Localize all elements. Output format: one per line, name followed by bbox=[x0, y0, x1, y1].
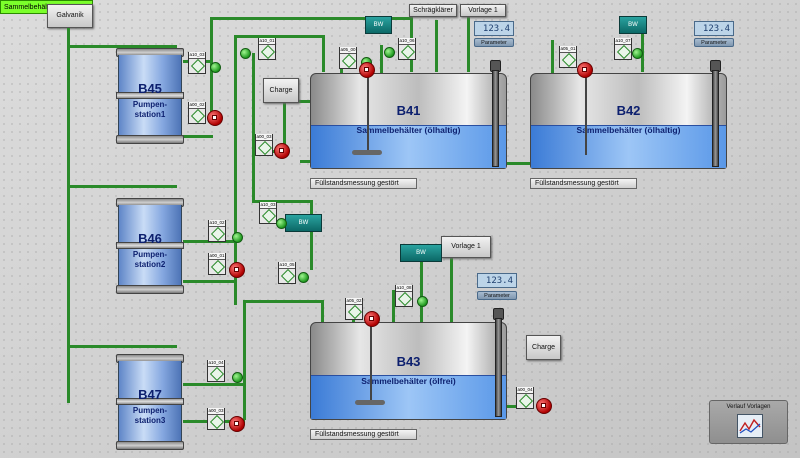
valve[interactable]: a10_02 bbox=[208, 220, 226, 242]
pump-alarm-icon[interactable] bbox=[536, 398, 552, 414]
basin-label: Sammelbehälter (ölhaltig) bbox=[356, 125, 461, 135]
bw-block[interactable]: BW bbox=[619, 16, 647, 34]
tank-name: B46 bbox=[138, 231, 162, 246]
trend-panel[interactable]: Verlauf Vorlagen bbox=[709, 400, 788, 444]
pump-alarm-icon[interactable] bbox=[577, 62, 593, 78]
basin-b41[interactable]: B41 Sammelbehälter (ölhaltig) bbox=[310, 73, 507, 169]
parameter-button[interactable]: Parameter bbox=[477, 291, 517, 300]
pump-alarm-icon[interactable] bbox=[207, 110, 223, 126]
valve[interactable]: a10_01 bbox=[258, 38, 276, 60]
valve-open-indicator bbox=[417, 296, 428, 307]
status-b41: Füllstandsmessung gestört bbox=[310, 178, 417, 189]
status-b43: Füllstandsmessung gestört bbox=[310, 429, 417, 440]
valve[interactable]: a10_08 bbox=[395, 285, 413, 307]
tank-name: B47 bbox=[138, 387, 162, 402]
valve[interactable]: a05_01 bbox=[559, 46, 577, 68]
volume-display: 123.4 m³ bbox=[694, 21, 734, 47]
level-probe bbox=[712, 70, 719, 167]
charge-button-bottom[interactable]: Charge bbox=[526, 335, 561, 360]
valve[interactable]: a00_04 bbox=[516, 387, 534, 409]
parameter-button[interactable]: Parameter bbox=[694, 38, 734, 47]
valve-open-indicator bbox=[632, 48, 643, 59]
valve-open-indicator bbox=[232, 372, 243, 383]
valve[interactable]: a00_03 bbox=[207, 408, 225, 430]
vorlage1-button-bottom[interactable]: Vorlage 1 bbox=[441, 236, 491, 258]
tank-label: Pumpen- station3 bbox=[132, 406, 168, 425]
schraegklaerer-button[interactable]: Schrägklärer bbox=[409, 4, 457, 17]
pump-station-b46[interactable]: B46 Pumpen- station2 bbox=[116, 198, 184, 294]
trend-chart-icon[interactable] bbox=[737, 414, 763, 438]
valve[interactable]: a00_01 bbox=[208, 253, 226, 275]
valve-open-indicator bbox=[298, 272, 309, 283]
valve[interactable]: a00_02 bbox=[188, 102, 206, 124]
valve-open-indicator bbox=[232, 232, 243, 243]
parameter-button[interactable]: Parameter bbox=[474, 38, 514, 47]
valve-open-indicator bbox=[240, 48, 251, 59]
volume-display: 123.4 m³ bbox=[477, 273, 517, 299]
basin-name: B42 bbox=[616, 103, 641, 118]
agitator-icon bbox=[352, 150, 382, 155]
valve[interactable]: a05_00 bbox=[339, 47, 357, 69]
basin-name: B43 bbox=[396, 354, 421, 369]
trend-panel-title: Verlauf Vorlagen bbox=[726, 404, 771, 410]
agitator-icon bbox=[355, 400, 385, 405]
valve[interactable]: a10_03 bbox=[188, 52, 206, 74]
charge-button-top[interactable]: Charge bbox=[263, 78, 299, 103]
level-probe bbox=[495, 318, 502, 417]
vorlage1-button-top[interactable]: Vorlage 1 bbox=[460, 4, 506, 17]
pump-alarm-icon[interactable] bbox=[229, 416, 245, 432]
valve[interactable]: a00_03 bbox=[255, 134, 273, 156]
basin-label: Sammelbehälter (ölhaltig) bbox=[576, 125, 681, 135]
valve[interactable]: a10_03 bbox=[259, 202, 277, 224]
valve-open-indicator bbox=[384, 47, 395, 58]
basin-b43[interactable]: B43 Sammelbehälter (ölfrei) bbox=[310, 322, 507, 420]
valve-open-indicator bbox=[210, 62, 221, 73]
bw-block[interactable]: BW bbox=[365, 16, 392, 34]
volume-display: 123.4 m³ bbox=[474, 21, 514, 47]
pump-alarm-icon[interactable] bbox=[364, 311, 380, 327]
valve[interactable]: a10_06 bbox=[398, 38, 416, 60]
pump-alarm-icon[interactable] bbox=[229, 262, 245, 278]
tank-label: Pumpen- station1 bbox=[132, 100, 168, 119]
basin-name: B41 bbox=[396, 103, 421, 118]
bw-block[interactable]: BW bbox=[400, 244, 442, 262]
valve-open-indicator bbox=[276, 218, 287, 229]
pump-alarm-icon[interactable] bbox=[359, 62, 375, 78]
valve[interactable]: a10_05 bbox=[278, 262, 296, 284]
basin-b42[interactable]: B42 Sammelbehälter (ölhaltig) bbox=[530, 73, 727, 169]
galvanik-button[interactable]: Galvanik bbox=[47, 4, 93, 28]
valve[interactable]: a10_07 bbox=[614, 38, 632, 60]
agitator-shaft bbox=[585, 70, 587, 155]
bw-block[interactable]: BW bbox=[285, 214, 322, 232]
agitator-shaft bbox=[370, 320, 372, 405]
level-probe bbox=[492, 70, 499, 167]
agitator-shaft bbox=[367, 70, 369, 155]
pump-alarm-icon[interactable] bbox=[274, 143, 290, 159]
pump-station-b47[interactable]: B47 Pumpen- station3 bbox=[116, 354, 184, 450]
tank-label: Pumpen- station2 bbox=[132, 250, 168, 269]
basin-label: Sammelbehälter (ölfrei) bbox=[361, 376, 456, 386]
status-b42: Füllstandsmessung gestört bbox=[530, 178, 637, 189]
tank-name: B45 bbox=[138, 81, 162, 96]
valve[interactable]: a05_02 bbox=[345, 298, 363, 320]
pump-station-b45[interactable]: B45 Pumpen- station1 bbox=[116, 48, 184, 144]
valve[interactable]: a10_04 bbox=[207, 360, 225, 382]
